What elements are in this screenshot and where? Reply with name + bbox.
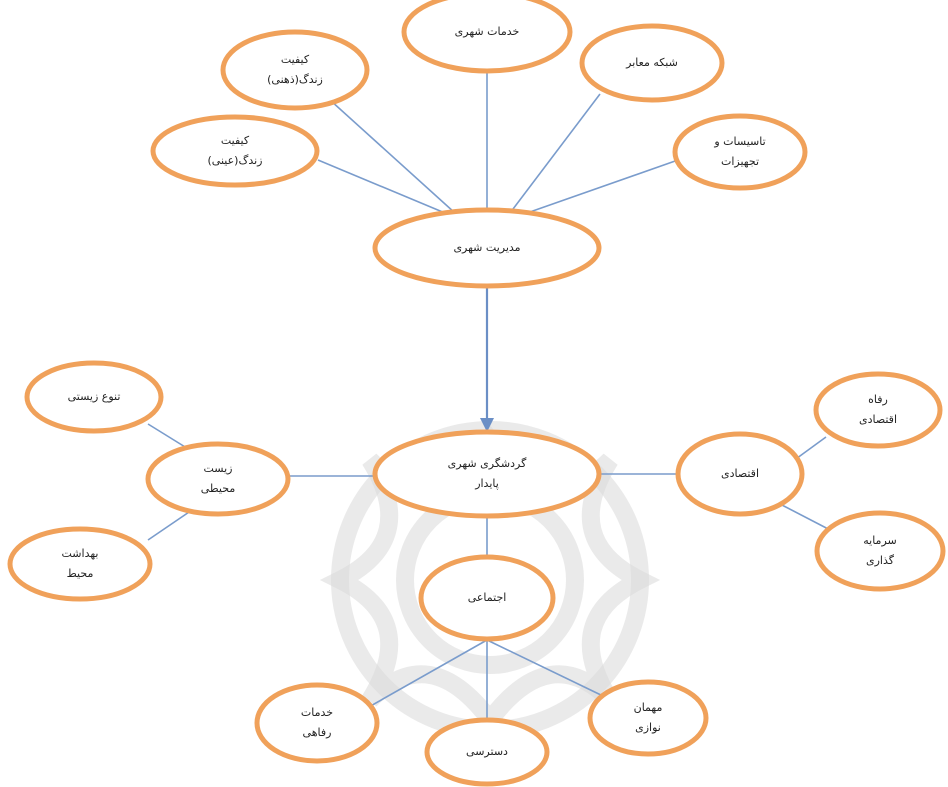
mehman-navazi-ellipse <box>587 679 709 757</box>
keyfiyat-eyni-label-0: کیفیت <box>221 134 250 147</box>
sarmaye-gozari-ellipse <box>814 510 946 592</box>
tasisat-label-1: تجهیزات <box>721 155 759 168</box>
eghtesadi-label-0: اقتصادی <box>721 467 759 480</box>
node-modiriyat-shahri: مدیریت شهری <box>372 207 602 289</box>
edge-zehni-modiriyat <box>329 99 456 214</box>
node-refah-eghtesadi: رفاه اقتصادی <box>813 371 943 449</box>
node-khadamat-refahi: خدمات رفاهی <box>254 682 380 764</box>
khadamat-refahi-label-1: رفاهی <box>303 726 332 739</box>
keyfiyat-zehni-ellipse <box>220 29 370 111</box>
keyfiyat-zehni-label-1: زندگ(ذهنی) <box>267 73 323 86</box>
tasisat-ellipse <box>672 113 808 191</box>
zist-mohiti-label-0: زیست <box>204 462 233 475</box>
tanavo-zisti-label-0: تنوع زیستی <box>68 390 121 403</box>
node-tanavo-zisti: تنوع زیستی <box>24 360 164 434</box>
behdasht-mohit-ellipse <box>7 526 153 602</box>
node-ejtemaei: اجتماعی <box>418 554 556 642</box>
keyfiyat-eyni-ellipse <box>150 114 320 188</box>
modiriyat-shahri-ellipse <box>372 207 602 289</box>
behdasht-mohit-label-0: بهداشت <box>62 547 99 560</box>
node-keyfiyat-eyni: کیفیت زندگ(عینی) <box>150 114 320 188</box>
edge-shabake-modiriyat <box>509 93 601 214</box>
node-behdasht-mohit: بهداشت محیط <box>7 526 153 602</box>
eghtesadi-ellipse <box>675 431 805 517</box>
edge-eyni-modiriyat <box>317 159 446 214</box>
ejtemaei-ellipse <box>418 554 556 642</box>
mehman-navazi-label-1: نوازی <box>635 721 661 734</box>
dastresi-ellipse <box>424 717 550 787</box>
node-mehman-navazi: مهمان نوازی <box>587 679 709 757</box>
tanavo-zisti-ellipse <box>24 360 164 434</box>
arrowhead <box>480 418 494 432</box>
node-sarmaye-gozari: سرمایه گذاری <box>814 510 946 592</box>
refah-eghtesadi-label-1: اقتصادی <box>859 413 897 426</box>
edge-ejtemaei-mehman <box>486 639 604 697</box>
edge-tanavo-zist <box>147 423 191 451</box>
edge-tasisat-modiriyat <box>526 159 679 214</box>
shabake-maaber-ellipse <box>579 23 725 103</box>
edge-behdasht-zist <box>147 507 196 541</box>
khadamat-refahi-ellipse <box>254 682 380 764</box>
node-gardeshgari: گردشگری شهری پایدار <box>372 429 602 519</box>
tasisat-label-0: تاسیسات و <box>713 135 765 148</box>
node-khadamat-shahri: خدمات شهری <box>401 0 573 74</box>
refah-eghtesadi-label-0: رفاه <box>868 393 888 406</box>
shabake-maaber-label-0: شبکه معابر <box>625 56 678 69</box>
ejtemaei-label-0: اجتماعی <box>468 591 507 604</box>
node-tasisat: تاسیسات و تجهیزات <box>672 113 808 191</box>
node-keyfiyat-zehni: کیفیت زندگ(ذهنی) <box>220 29 370 111</box>
zist-mohiti-label-1: محیطی <box>201 482 236 495</box>
edges <box>147 72 835 718</box>
khadamat-shahri-ellipse <box>401 0 573 74</box>
refah-eghtesadi-ellipse <box>813 371 943 449</box>
node-eghtesadi: اقتصادی <box>675 431 805 517</box>
sarmaye-gozari-label-0: سرمایه <box>863 534 897 547</box>
keyfiyat-eyni-label-1: زندگ(عینی) <box>208 154 263 167</box>
edge-ejtemaei-khadamat <box>359 639 488 713</box>
nodes: خدمات شهری کیفیت زندگ(ذهنی) شبکه معابر کی… <box>7 0 946 787</box>
gardeshgari-label-1: پایدار <box>474 477 499 490</box>
khadamat-refahi-label-0: خدمات <box>301 706 333 719</box>
khadamat-shahri-label-0: خدمات شهری <box>455 25 520 38</box>
zist-mohiti-ellipse <box>145 441 291 517</box>
behdasht-mohit-label-1: محیط <box>67 567 94 580</box>
gardeshgari-ellipse <box>372 429 602 519</box>
dastresi-label-0: دسترسی <box>466 745 508 758</box>
modiriyat-shahri-label-0: مدیریت شهری <box>453 241 520 254</box>
mehman-navazi-label-0: مهمان <box>634 701 663 714</box>
node-shabake-maaber: شبکه معابر <box>579 23 725 103</box>
node-dastresi: دسترسی <box>424 717 550 787</box>
sarmaye-gozari-label-1: گذاری <box>866 554 895 567</box>
node-zist-mohiti: زیست محیطی <box>145 441 291 517</box>
edge-eghtesadi-sarmaye <box>779 503 835 533</box>
keyfiyat-zehni-label-0: کیفیت <box>281 53 310 66</box>
gardeshgari-label-0: گردشگری شهری <box>448 457 527 470</box>
